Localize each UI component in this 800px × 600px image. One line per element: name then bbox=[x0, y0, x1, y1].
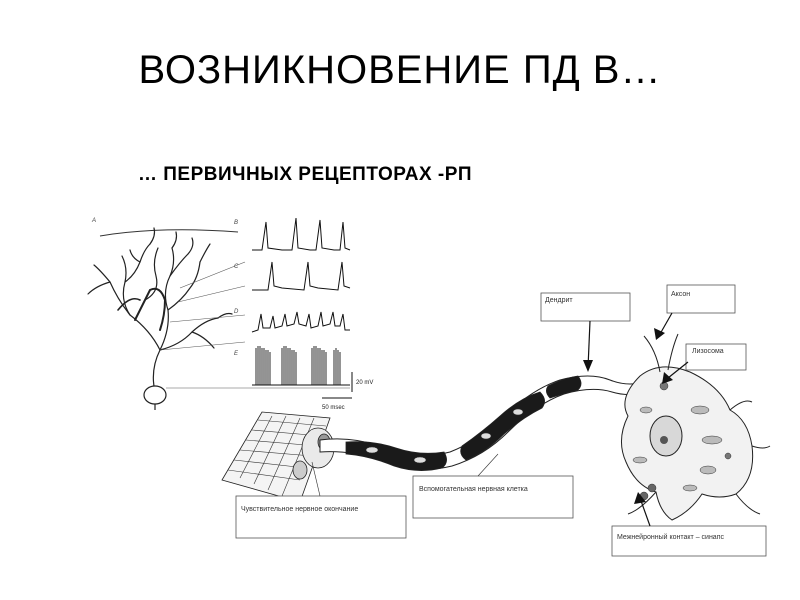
slide-subtitle: … ПЕРВИЧНЫХ РЕЦЕПТОРАХ -РП bbox=[138, 164, 473, 185]
scale-voltage-label: 20 mV bbox=[356, 380, 373, 386]
panel-letter-a: A bbox=[91, 218, 96, 224]
label-lysosome: Лизосома bbox=[692, 348, 724, 355]
panel-letter-e: E bbox=[234, 351, 239, 357]
sensory-ending-tissue bbox=[221, 411, 335, 503]
cell-processes bbox=[627, 333, 771, 515]
dendritic-tree bbox=[87, 227, 233, 393]
label-sensory-ending: Чувствительное нервное окончание bbox=[241, 506, 358, 513]
label-box-dendrite bbox=[540, 292, 631, 322]
label-box-axon bbox=[666, 284, 736, 314]
panel-letter-c: C bbox=[234, 264, 239, 270]
trace-b bbox=[252, 217, 351, 251]
neuron-illustration: Дендрит Аксон Лизосома Вспомогательная н… bbox=[221, 284, 771, 557]
label-glial-cell: Вспомогательная нервная клетка bbox=[419, 486, 528, 493]
trace-c bbox=[252, 261, 351, 291]
panel-letter-b: B bbox=[234, 220, 238, 226]
label-synapse: Межнейронный контакт – синапс bbox=[617, 533, 724, 541]
nucleolus bbox=[660, 436, 668, 444]
panel-letter-d: D bbox=[234, 309, 239, 315]
label-box-synapse bbox=[611, 525, 767, 557]
soma bbox=[143, 385, 167, 405]
myelin-segment bbox=[460, 391, 545, 461]
cell-body bbox=[621, 366, 754, 521]
label-box-lysosome bbox=[685, 343, 747, 371]
myelin-segment bbox=[345, 441, 447, 471]
slide-title: ВОЗНИКНОВЕНИЕ ПД В… bbox=[138, 48, 662, 92]
scale-time-label: 50 msec bbox=[322, 405, 345, 411]
trace-d bbox=[251, 311, 350, 333]
label-dendrite: Дендрит bbox=[545, 297, 573, 304]
myelin-segment bbox=[546, 375, 582, 399]
nucleus bbox=[649, 415, 683, 457]
receptor-neuron-figure: A bbox=[87, 217, 373, 411]
label-box-sensory-ending bbox=[235, 495, 407, 539]
label-axon: Аксон bbox=[671, 291, 690, 298]
label-box-glial-cell bbox=[412, 475, 574, 519]
trace-e bbox=[252, 346, 350, 386]
